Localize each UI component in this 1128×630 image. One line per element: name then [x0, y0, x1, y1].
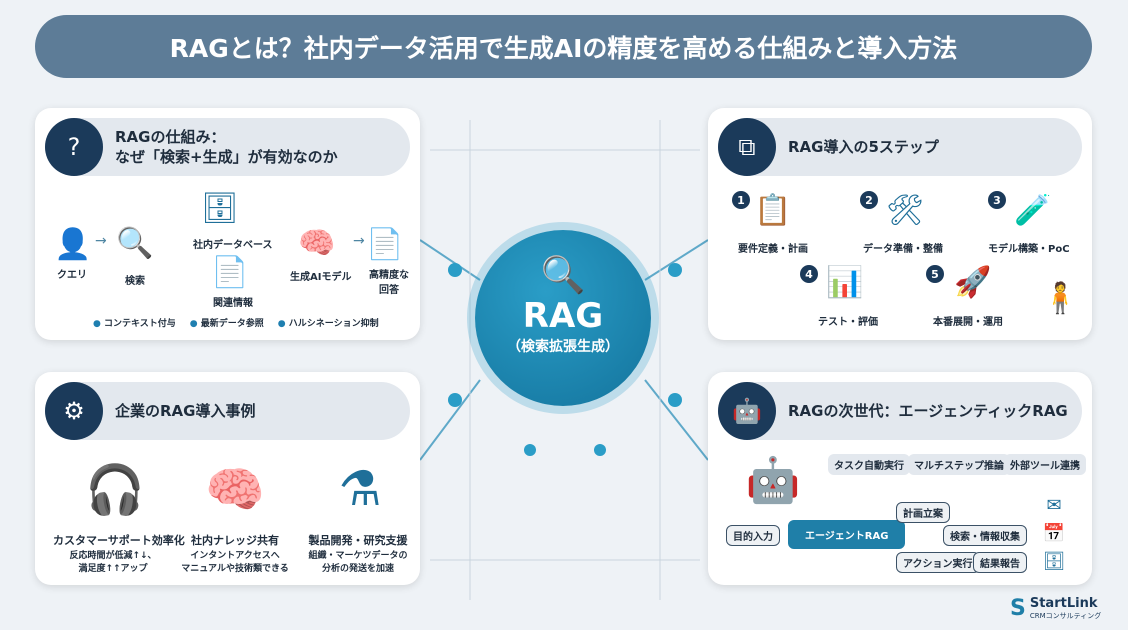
input-box: 目的入力: [726, 525, 780, 546]
robot-icon: 🤖: [718, 382, 776, 440]
mechanism-card: ? RAGの仕組み：なぜ「検索+生成」が有効なのか 👤 クエリ → 🔍 検索 🗄…: [35, 108, 420, 340]
related-label: 関連情報: [213, 298, 253, 309]
documents-network-icon: 📄: [211, 254, 249, 290]
document-icon: 📄: [366, 226, 404, 262]
database-tools-icon: 🛠: [885, 193, 925, 228]
case-2: 社内ナレッジ共有インタントアクセスへマニュアルや技術類できる: [181, 534, 289, 574]
page-title: RAGとは？社内データ活用で生成AIの精度を高める仕組みと導入方法: [35, 15, 1092, 78]
flowchart-icon: ⧉: [718, 118, 776, 176]
database-icon: 🗄: [200, 190, 240, 226]
step-3-label: モデル構築・PoC: [988, 244, 1070, 255]
rag-center-circle: 🔍 RAG （検索拡張生成）: [475, 230, 651, 406]
benefit-1: ● コンテキスト付与: [93, 319, 176, 329]
answer-label: 高精度な回答: [369, 270, 409, 296]
feature-1: タスク自動実行: [828, 454, 910, 475]
step-4-label: テスト・評価: [818, 317, 878, 328]
step-3-number: 3: [988, 191, 1006, 209]
step-4-number: 4: [800, 265, 818, 283]
blueprint-flask-icon: ⚗: [338, 461, 382, 517]
collect-box: 検索・情報収集: [943, 525, 1027, 546]
feature-2: マルチステップ推論: [908, 454, 1010, 475]
calendar-icon: 📅: [1042, 522, 1066, 544]
agentic-card: 🤖 RAGの次世代：エージェンティックRAG 🤖 タスク自動実行 マルチステップ…: [708, 372, 1092, 585]
database-icon: 🗄: [1042, 550, 1066, 572]
step-1-label: 要件定義・計画: [738, 244, 808, 255]
benefit-3: ● ハルシネーション抑制: [277, 319, 379, 329]
analytics-icon: ⚙: [45, 382, 103, 440]
report-box: 結果報告: [973, 552, 1027, 573]
search-label: 検索: [125, 276, 145, 287]
plan-box: 計画立案: [896, 502, 950, 523]
robot-laptop-icon: 🤖: [745, 455, 801, 506]
case-1: カスタマーサポート効率化反応時間が低減↑↓、満足度↑↑アップ: [53, 534, 185, 574]
db-label: 社内データベース: [193, 240, 273, 251]
magnifier-gear-icon: 🔍: [540, 255, 586, 296]
cases-card: ⚙ 企業のRAG導入事例 🎧 🧠 ⚗ カスタマーサポート効率化反応時間が低減↑↓…: [35, 372, 420, 585]
step-2-label: データ準備・整備: [863, 244, 943, 255]
step-1-number: 1: [732, 191, 750, 209]
model-label: 生成AIモデル: [290, 272, 352, 283]
agentic-title: RAGの次世代：エージェンティックRAG: [788, 401, 1068, 420]
clipboard-icon: 📋: [754, 193, 792, 228]
mechanism-title-1: RAGの仕組み：: [115, 127, 226, 146]
support-agent-icon: 🎧: [85, 461, 145, 518]
mail-icon: ✉: [1046, 494, 1062, 516]
step-5-label: 本番展開・運用: [933, 317, 1003, 328]
cubes-testtube-icon: 🧪: [1014, 193, 1052, 228]
center-subtitle: （検索拡張生成）: [507, 339, 619, 355]
step-2-number: 2: [860, 191, 878, 209]
search-icon: 🔍: [116, 225, 154, 261]
agent-rag-box: エージェントRAG: [788, 520, 906, 549]
brains-book-icon: 🧠: [205, 461, 265, 518]
feature-3: 外部ツール連携: [1004, 454, 1086, 475]
user-icon: 👤: [54, 226, 92, 262]
rocket-icon: 🚀: [954, 265, 992, 300]
action-box: アクション実行: [896, 552, 980, 573]
cases-title: 企業のRAG導入事例: [115, 401, 256, 420]
magnifier-question-icon: ?: [45, 118, 103, 176]
mechanism-title-2: なぜ「検索+生成」が有効なのか: [115, 148, 338, 166]
case-3: 製品開発・研究支援組織・マーケツデータの分析の発送を加速: [308, 534, 408, 574]
step-5-number: 5: [926, 265, 944, 283]
presenter-person-icon: 🧍: [1041, 280, 1080, 316]
chart-magnifier-icon: 📊: [826, 265, 864, 300]
ai-brain-icon: 🧠: [298, 225, 336, 261]
center-title: RAG: [522, 296, 604, 336]
steps-title: RAG導入の5ステップ: [788, 137, 939, 156]
steps-card: ⧉ RAG導入の5ステップ 1 📋 要件定義・計画 2 🛠 データ準備・整備 3…: [708, 108, 1092, 340]
benefit-2: ● 最新データ参照: [189, 319, 264, 329]
query-label: クエリ: [57, 270, 87, 281]
